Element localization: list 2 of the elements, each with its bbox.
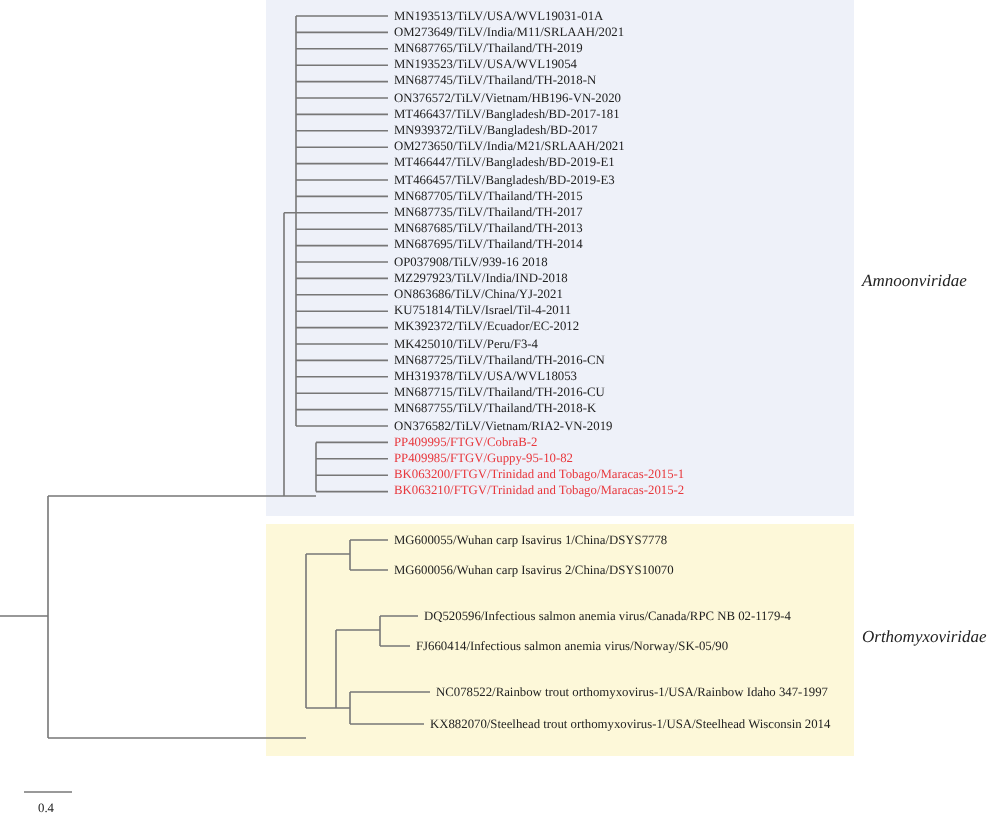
clade-label: Orthomyxoviridae (862, 626, 987, 646)
clade-label: Amnoonviridae (862, 270, 967, 290)
